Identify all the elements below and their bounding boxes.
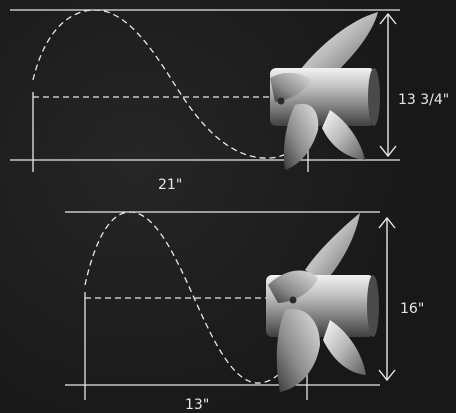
helix-path	[84, 211, 299, 384]
width-label-top: 21"	[158, 177, 182, 193]
diagram-bottom: 16" 13"	[65, 211, 424, 413]
propeller-icon	[266, 213, 379, 392]
width-label-bottom: 13"	[185, 397, 209, 413]
propeller-icon	[270, 12, 380, 170]
diagram-top: 13 3/4" 21"	[10, 9, 449, 193]
helix-path	[32, 9, 301, 159]
height-arrow	[378, 216, 396, 382]
height-label-bottom: 16"	[400, 301, 424, 317]
height-arrow	[379, 12, 397, 158]
height-label-top: 13 3/4"	[398, 92, 449, 108]
